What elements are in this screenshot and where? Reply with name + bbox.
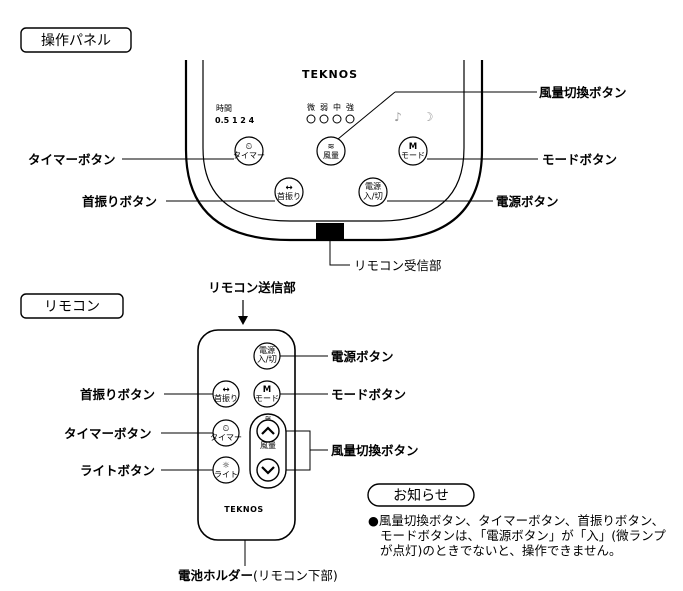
panel-callout-lines	[122, 91, 538, 266]
fan-level-label-4: 強	[346, 102, 354, 112]
receiver-callout: リモコン受信部	[354, 258, 442, 273]
panel-receiver	[316, 223, 344, 239]
battery-holder-label: 電池ホルダー	[178, 568, 253, 583]
transmitter-arrow	[238, 300, 248, 325]
remote-header-text: リモコン	[44, 299, 100, 315]
notice-title: お知らせ	[393, 487, 449, 504]
panel-timer-callout: タイマーボタン	[28, 152, 116, 167]
panel-header: 操作パネル	[20, 27, 132, 53]
panel-power-button-label: 入/切	[363, 192, 383, 202]
remote-mode-button[interactable]: M モード	[253, 380, 281, 408]
notice-title-box: お知らせ	[367, 483, 475, 507]
remote-timer-button-label: タイマー	[210, 433, 242, 442]
remote-header: リモコン	[20, 293, 124, 319]
panel-mode-button-label: モード	[401, 151, 425, 160]
remote-power-button-top: 電源	[259, 346, 275, 355]
mode-m-icon: M	[263, 385, 271, 395]
remote-power-button-label: 入/切	[257, 355, 277, 365]
moon-icon: ☽	[423, 110, 434, 124]
remote-callout-lines	[161, 355, 328, 566]
panel-power-button[interactable]: 電源 入/切	[358, 177, 388, 207]
light-bulb-icon: ☼	[222, 461, 230, 471]
fan-level-label-3: 中	[333, 102, 341, 112]
remote-mode-button-label: モード	[255, 394, 279, 403]
remote-swing-button-label: 首振り	[214, 393, 238, 403]
panel-swing-button-label: 首振り	[277, 191, 301, 201]
remote-wind-up-button[interactable]: ≋	[256, 414, 280, 443]
panel-power-callout: 電源ボタン	[496, 194, 559, 209]
panel-timer-button[interactable]: ⏲ タイマー	[233, 136, 265, 166]
panel-wind-callout: 風量切換ボタン	[539, 85, 627, 100]
panel-swing-button[interactable]: ↔ 首振り	[274, 177, 304, 207]
remote-wind-label: 風量	[260, 441, 276, 450]
timer-legend-title: 時間	[216, 104, 232, 113]
fan-level-lamp-1	[306, 114, 316, 124]
chevron-down-icon	[261, 466, 275, 475]
fan-level-lamp-2	[319, 114, 329, 124]
mode-m-icon: M	[409, 142, 417, 152]
battery-holder-note: (リモコン下部)	[253, 568, 338, 583]
transmitter-callout: リモコン送信部	[208, 280, 296, 295]
fan-level-label-1: 微	[307, 102, 315, 112]
panel-header-text: 操作パネル	[41, 33, 111, 49]
panel-mode-button[interactable]: M モード	[398, 136, 428, 166]
swing-arrow-icon: ↔	[222, 385, 229, 395]
remote-light-callout: ライトボタン	[80, 463, 155, 478]
remote-power-callout: 電源ボタン	[331, 349, 394, 364]
fan-level-lamp-3	[332, 114, 342, 124]
remote-timer-callout: タイマーボタン	[64, 426, 152, 441]
swing-arrow-icon: ↔	[285, 183, 292, 193]
fan-level-lamp-4	[345, 114, 355, 124]
notice-line-2: モードボタンは、「電源ボタン」が「入」(微ランプ	[380, 528, 666, 543]
timer-legend-values: 0.5 1 2 4	[215, 116, 255, 125]
remote-brand: TEKNOS	[224, 505, 263, 514]
remote-swing-callout: 首振りボタン	[80, 387, 155, 402]
chevron-up-icon	[261, 426, 275, 435]
fan-level-label-2: 弱	[320, 103, 328, 112]
music-note-icon: ♪	[394, 110, 402, 124]
clock-icon: ⏲	[223, 424, 230, 434]
panel-timer-button-label: タイマー	[233, 151, 265, 160]
panel-power-button-top: 電源	[365, 182, 381, 191]
notice-line-3: が点灯)のときでないと、操作できません。	[380, 543, 622, 558]
wind-icon: ≋	[265, 414, 272, 423]
notice-line-1: ●風量切換ボタン、タイマーボタン、首振りボタン、	[368, 513, 664, 528]
control-panel-body	[184, 60, 484, 242]
remote-power-button[interactable]: 電源 入/切	[253, 342, 281, 370]
panel-mode-callout: モードボタン	[542, 152, 617, 167]
remote-light-button-label: ライト	[214, 470, 238, 479]
battery-holder-callout: 電池ホルダー(リモコン下部)	[178, 568, 338, 583]
remote-wind-callout: 風量切換ボタン	[331, 443, 419, 458]
remote-swing-button[interactable]: ↔ 首振り	[212, 380, 240, 408]
panel-brand: TEKNOS	[302, 68, 358, 81]
remote-mode-callout: モードボタン	[331, 387, 406, 402]
panel-wind-button[interactable]: ≋ 風量	[316, 136, 346, 166]
remote-wind-down-button[interactable]	[256, 458, 280, 482]
wind-icon: ≋	[327, 142, 334, 152]
panel-wind-button-label: 風量	[323, 151, 339, 160]
panel-swing-callout: 首振りボタン	[82, 194, 157, 209]
remote-light-button[interactable]: ☼ ライト	[212, 456, 240, 484]
clock-icon: ⏲	[246, 142, 253, 152]
